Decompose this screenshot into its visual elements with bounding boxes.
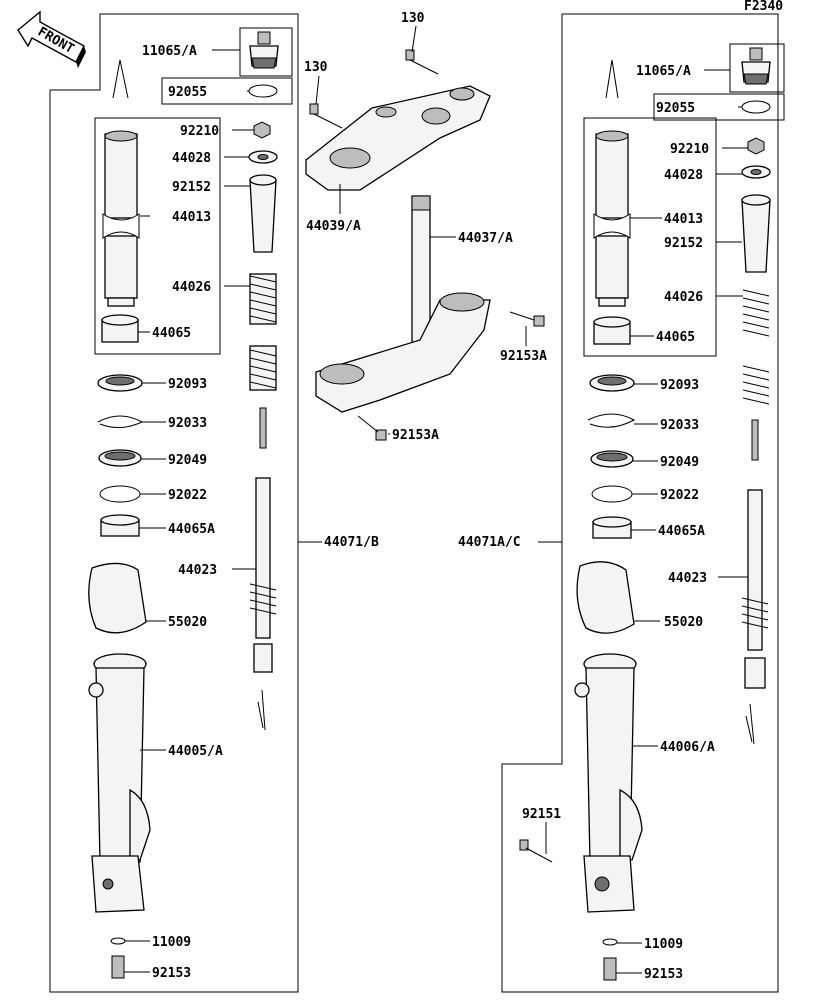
label-130-b: 130 [401,11,425,26]
right-fork-assembly: 11065/A 92055 92210 44028 44013 92152 44… [458,13,785,993]
label-44065a: 44065A [168,522,215,537]
left-damper-rod [249,407,277,673]
upper-clamp [305,85,491,191]
bolt-130-a [309,103,343,129]
label-r-92153: 92153 [644,967,683,982]
label-44039a: 44039/A [306,219,361,234]
label-r-44065a: 44065A [658,524,705,539]
label-92022: 92022 [168,488,207,503]
label-92033: 92033 [168,416,207,431]
label-r-44028: 44028 [664,168,703,183]
label-92152: 92152 [172,180,211,195]
left-spring [249,273,277,391]
right-inner-tube [593,130,631,307]
figure-code: F2340 [744,0,783,14]
label-r-44023: 44023 [668,571,707,586]
label-44028: 44028 [172,151,211,166]
label-r-92210: 92210 [670,142,709,157]
left-inner-tube [102,130,140,307]
label-r-44065: 44065 [656,330,695,345]
label-r-44071ac: 44071A/C [458,535,521,550]
label-r-92033: 92033 [660,418,699,433]
label-92055: 92055 [168,85,207,100]
label-r-92093: 92093 [660,378,699,393]
left-oring-box [161,77,293,105]
lower-clamp [315,299,491,413]
label-92210: 92210 [180,124,219,139]
right-spring [742,289,770,405]
label-11065a: 11065/A [142,44,197,59]
label-92153a-1: 92153A [500,349,547,364]
left-tube-box [94,117,221,355]
right-cap-bolt [741,47,771,85]
bolt-92153a-b [357,415,387,441]
label-r-44006a: 44006/A [660,740,715,755]
label-92049: 92049 [168,453,207,468]
right-cap-box [729,43,785,93]
front-label: FRONT [35,24,77,57]
label-44065: 44065 [152,326,191,341]
right-fork-guard [576,561,635,634]
label-11009: 11009 [152,935,191,950]
right-frame [501,13,779,993]
label-92153a-2: 92153A [392,428,439,443]
label-r-92055: 92055 [656,101,695,116]
left-frame [49,13,299,993]
right-tube-box [583,117,717,357]
label-r-55020: 55020 [664,615,703,630]
label-r-92049: 92049 [660,455,699,470]
left-fork-assembly: 11065/A 92055 92210 44028 92152 44013 44… [49,13,379,993]
label-44013: 44013 [172,210,211,225]
bolt-130-b [405,49,439,75]
label-130-a: 130 [304,60,328,75]
label-44026: 44026 [172,280,211,295]
right-damper-rod [741,419,769,689]
label-92093: 92093 [168,377,207,392]
steering-assembly: 130 130 44039/A 44037/A 92153A 92153A [304,11,547,443]
label-44023: 44023 [178,563,217,578]
bolt-92153a-a [509,311,545,327]
label-55020: 55020 [168,615,207,630]
label-r-92152: 92152 [664,236,703,251]
left-outer-tube [88,653,151,913]
label-r-92022: 92022 [660,488,699,503]
left-fork-guard [88,562,147,634]
right-outer-tube [574,653,643,913]
right-oring-box [653,93,785,121]
label-92153: 92153 [152,966,191,981]
left-cap-box [239,27,293,77]
label-44071b: 44071/B [324,535,379,550]
label-r-11065a: 11065/A [636,64,691,79]
label-r-92151: 92151 [522,807,561,822]
label-44037a: 44037/A [458,231,513,246]
front-arrow-icon: FRONT [17,10,86,68]
left-cap-bolt [249,31,279,69]
label-r-11009: 11009 [644,937,683,952]
label-r-44013: 44013 [664,212,703,227]
label-r-44026: 44026 [664,290,703,305]
label-44005a: 44005/A [168,744,223,759]
